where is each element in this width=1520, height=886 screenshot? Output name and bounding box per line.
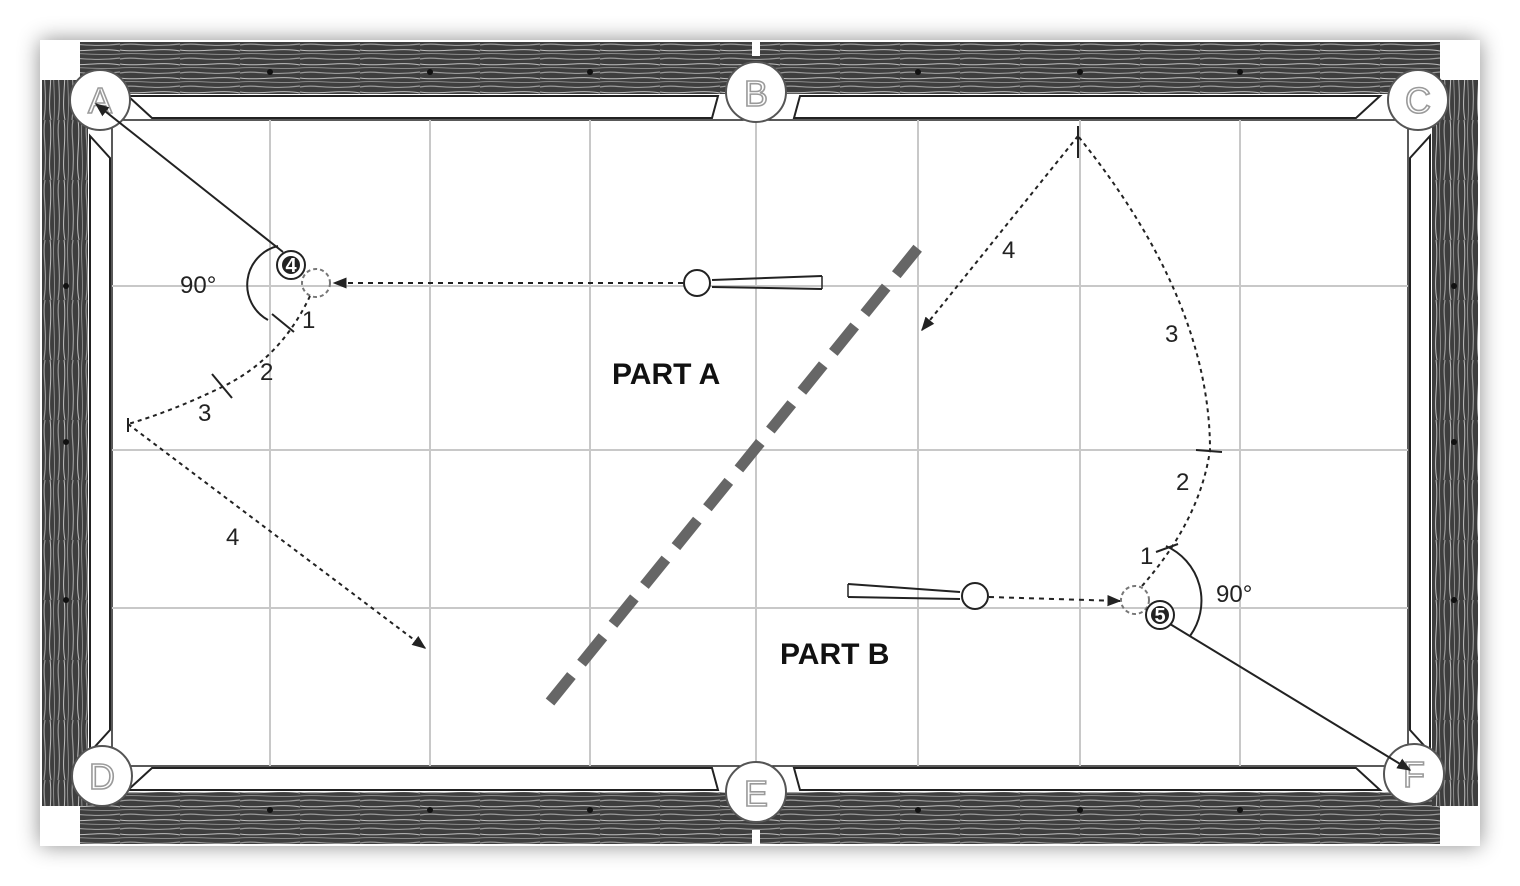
svg-text:5: 5 [1154,605,1165,627]
pocket-f: F [1383,743,1445,805]
rail-sights [63,69,1457,813]
bottom-center-mark [752,830,760,846]
part-a-angle-label: 90° [180,272,216,299]
part-b-cue-stick [847,583,961,600]
ball-4: 4 [276,250,306,280]
pocket-c: C [1387,69,1449,131]
part-a-tick-1 [271,313,295,333]
cushions [89,95,1431,791]
part-a-ghost-ball [301,268,331,298]
part-a-seg-2: 2 [260,359,273,386]
part-b-seg-4: 4 [1002,237,1015,264]
part-a-tangent-curve [127,295,311,425]
pocket-e: E [725,761,787,823]
part-a-seg-1: 1 [302,307,315,334]
part-b-shot: 5 90° 1 2 3 4 PART B [780,126,1412,771]
pocket-d: D [71,745,133,807]
svg-text:C: C [1405,80,1431,121]
pocket-b: B [725,61,787,123]
svg-text:4: 4 [285,255,297,277]
pocket-a: A [69,69,131,131]
part-b-seg-2: 2 [1176,469,1189,496]
svg-text:F: F [1403,754,1425,795]
part-a-label: PART A [612,358,720,391]
part-b-seg-1: 1 [1140,543,1153,570]
pockets: A B C D E F [69,61,1449,823]
part-b-cue-path [988,595,1122,607]
part-a-shot: 4 90° 1 2 3 4 PART A [94,103,823,649]
top-center-mark [752,40,760,56]
part-a-rebound-path [127,423,427,649]
part-a-cue-stick [711,275,823,290]
svg-text:D: D [89,756,115,797]
svg-text:E: E [744,773,768,814]
part-a-cue-ball [683,269,711,297]
part-b-tick-1 [1155,543,1179,553]
svg-text:B: B [744,73,768,114]
part-a-object-ball-path [94,103,284,253]
part-a-angle-arc [246,245,279,321]
part-a-tick-2 [211,373,233,399]
part-b-angle-label: 90° [1216,581,1252,608]
part-b-ghost-ball [1120,585,1150,615]
part-b-seg-3: 3 [1165,321,1178,348]
part-b-tangent-curve [1077,135,1212,587]
part-a-seg-4: 4 [226,524,239,551]
part-b-rebound-path [921,135,1079,332]
part-a-seg-3: 3 [198,400,211,427]
part-b-tick-2 [1195,449,1223,453]
part-b-label: PART B [780,638,889,671]
part-b-object-ball-path [1169,623,1412,771]
part-b-angle-arc [1165,545,1203,637]
ball-5: 5 [1145,600,1175,630]
part-b-cue-ball [961,582,989,610]
